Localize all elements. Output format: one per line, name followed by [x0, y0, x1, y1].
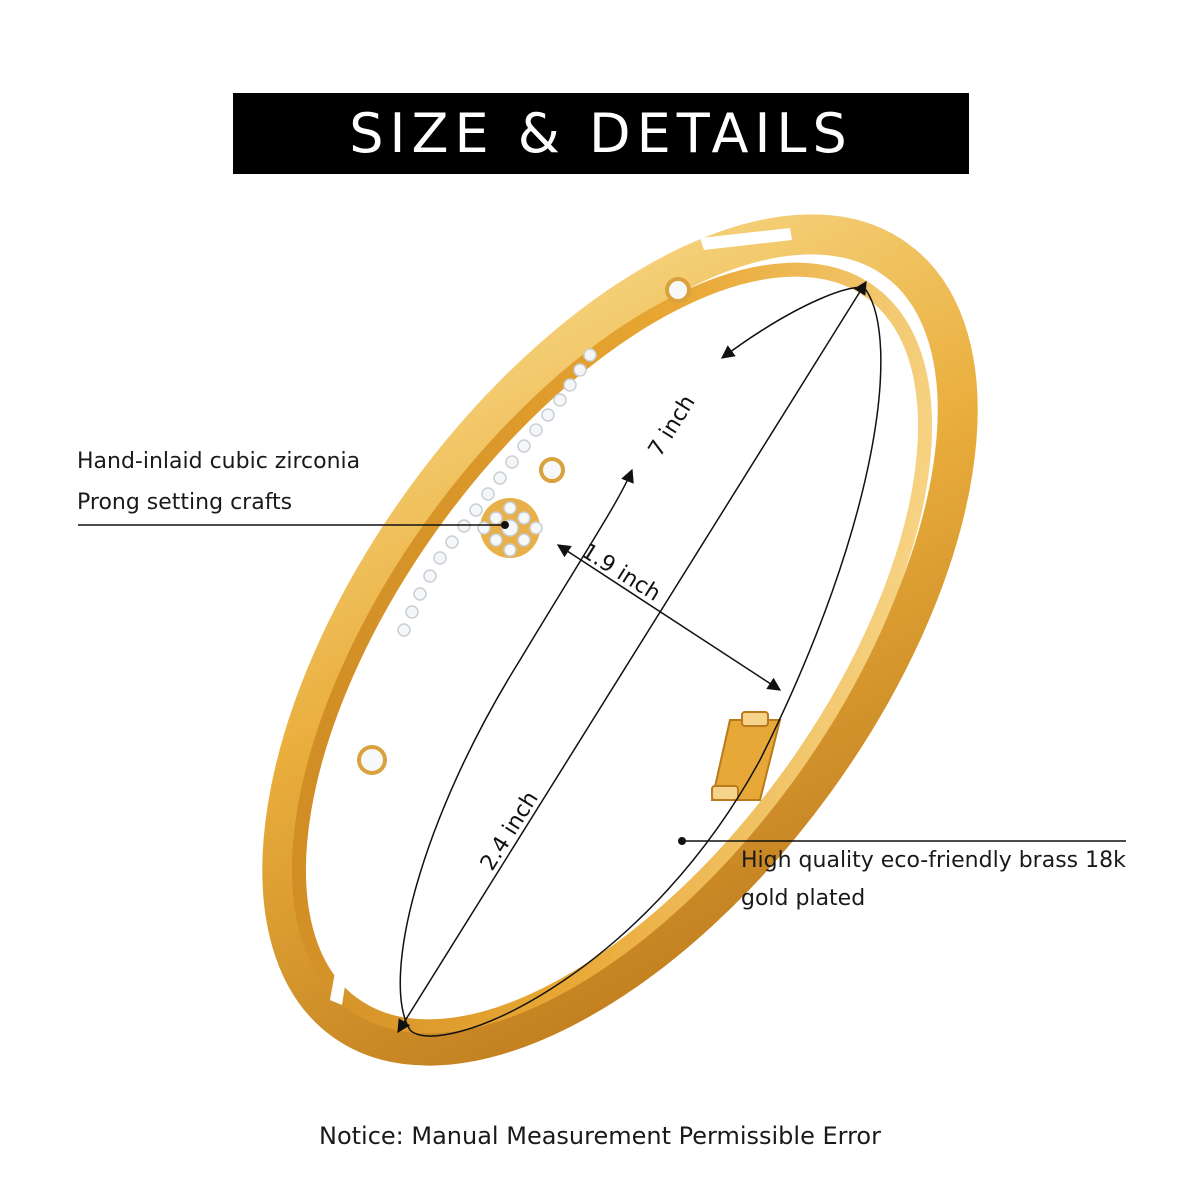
page-title: SIZE & DETAILS: [349, 102, 853, 165]
width-label: 1.9 inch: [577, 539, 665, 607]
zirconia-callout-line2: Prong setting crafts: [77, 490, 293, 515]
clasp-icon: [710, 711, 782, 801]
width-line: [556, 544, 782, 691]
length-label: 2.4 inch: [476, 787, 544, 875]
title-bar: SIZE & DETAILS: [233, 93, 969, 174]
bangle-bracelet-image: [262, 214, 978, 1066]
length-line: [397, 280, 867, 1034]
circumference-arc: [399, 286, 882, 1037]
measurement-notice: Notice: Manual Measurement Permissible E…: [319, 1122, 881, 1150]
brass-callout-line1: High quality eco-friendly brass 18k: [741, 848, 1126, 873]
brass-callout-line2: gold plated: [741, 886, 866, 911]
brass-callout-dot: [678, 837, 686, 845]
circumference-label: 7 inch: [644, 391, 701, 461]
zirconia-callout-line1: Hand-inlaid cubic zirconia: [77, 449, 361, 474]
zirconia-callout-dot: [501, 521, 509, 529]
